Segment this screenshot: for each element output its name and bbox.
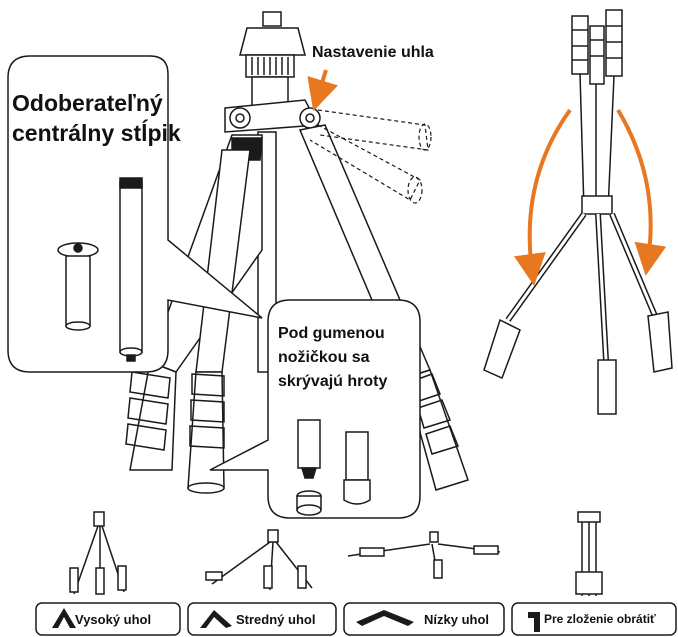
mode-label-fold: Pre zloženie obrátiť	[544, 603, 656, 635]
folded-tripod-reverse	[484, 10, 672, 414]
mode-icon-fold	[576, 512, 602, 596]
angle-adjust-label: Nastavenie uhla	[312, 42, 434, 64]
tripod-head	[225, 12, 320, 132]
mode-label-high: Vysoký uhol	[75, 603, 151, 635]
mode-icon-high	[70, 512, 126, 594]
mode-label-mid: Stredný uhol	[236, 603, 315, 635]
angle-pointer-arrow	[318, 70, 326, 96]
hidden-spikes-label: Pod gumenou nožičkou sa skrývajú hroty	[278, 322, 428, 394]
leg-sections-top	[572, 10, 622, 84]
mode-icon-low	[348, 532, 500, 578]
removable-column-label: Odoberateľný centrálny stĺpik	[12, 88, 202, 148]
mode-label-low: Nízky uhol	[424, 603, 489, 635]
mode-icon-mid	[206, 530, 312, 590]
